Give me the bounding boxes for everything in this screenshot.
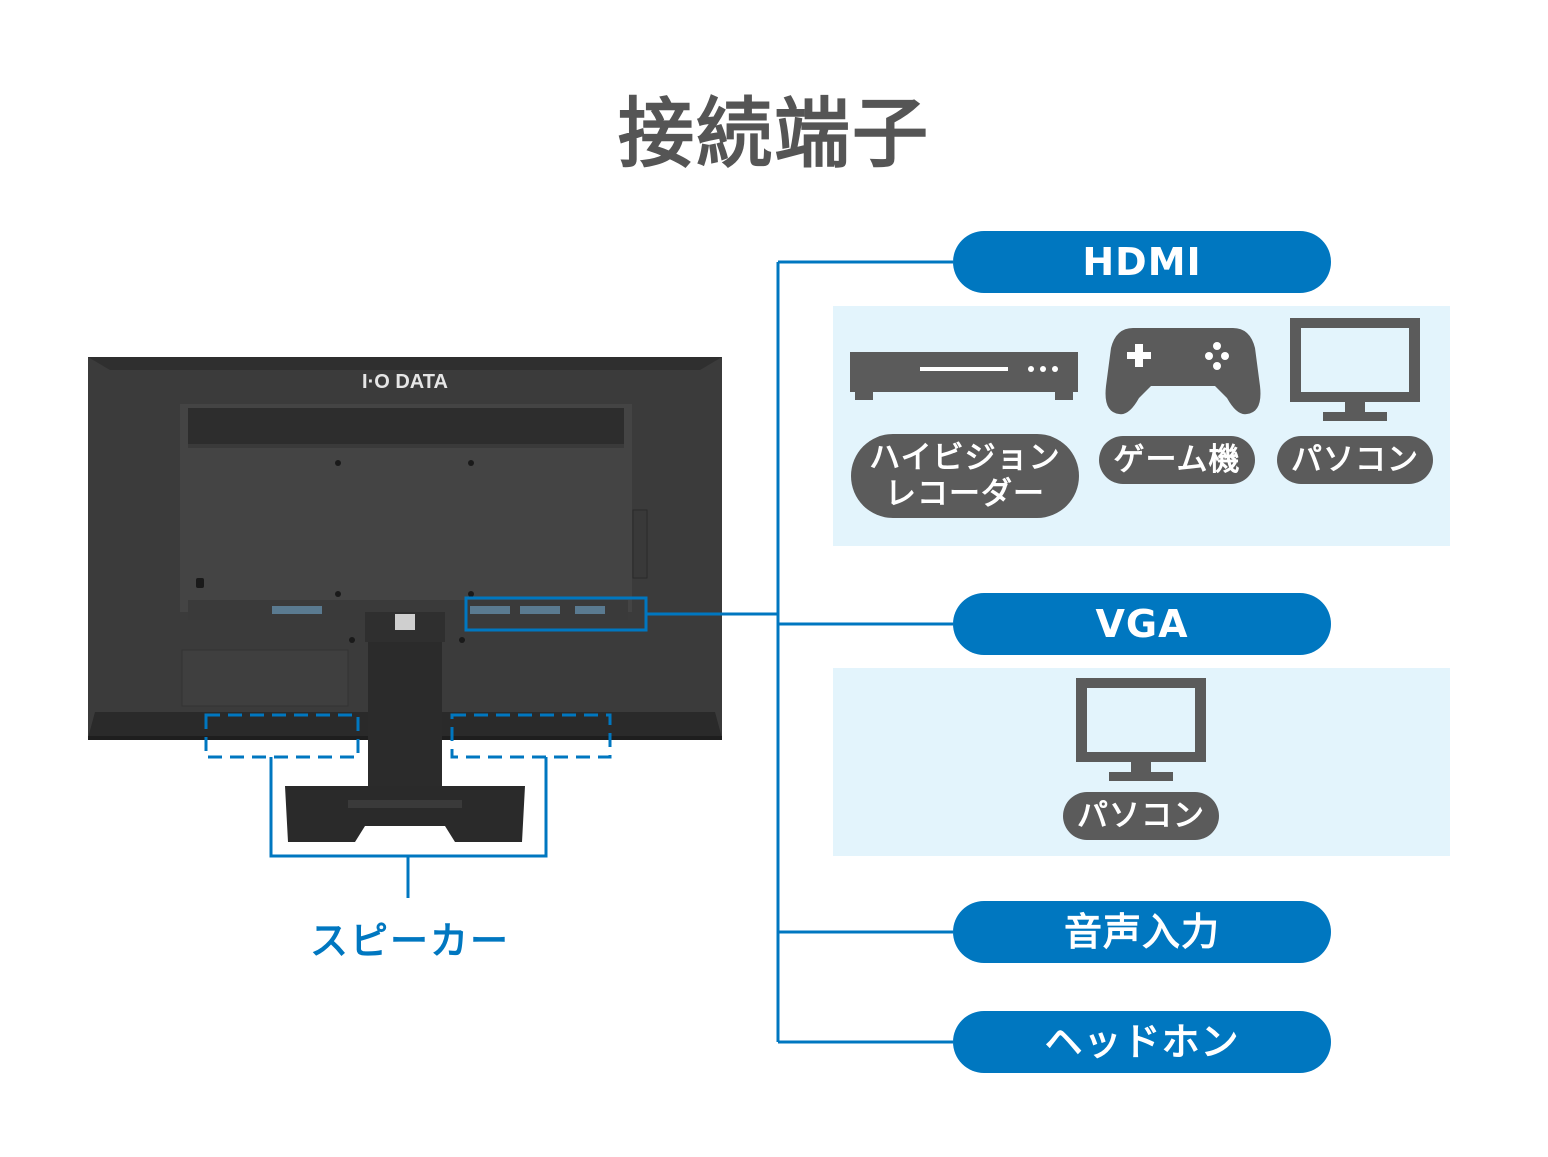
monitor-icon	[1290, 318, 1420, 421]
device-tag-recorder: ハイビジョン レコーダー	[851, 434, 1079, 518]
device-tag-game-console: ゲーム機	[1099, 436, 1255, 484]
gamepad-icon	[1105, 328, 1261, 415]
speaker-highlight	[204, 713, 612, 759]
connector-tree-lines	[646, 260, 953, 1044]
device-tag-pc: パソコン	[1277, 436, 1433, 484]
device-tag-pc: パソコン	[1063, 792, 1219, 840]
monitor-back-illustration	[88, 357, 722, 842]
connector-pill-headphone: ヘッドホン	[953, 1011, 1331, 1073]
monitor-icon	[1076, 678, 1206, 781]
recorder-icon	[850, 352, 1078, 400]
connector-pill-audio-in: 音声入力	[953, 901, 1331, 963]
brand-logo-text: I·O DATA	[362, 371, 448, 393]
vga-device-panel: パソコン	[833, 668, 1450, 856]
speaker-label: スピーカー	[309, 919, 510, 963]
speaker-connector-lines	[269, 757, 548, 898]
connector-pill-vga: VGA	[953, 593, 1331, 655]
page-title: 接続端子	[618, 89, 930, 178]
connector-pill-hdmi: HDMI	[953, 231, 1331, 293]
hdmi-device-panel: ハイビジョン レコーダー ゲーム機 パソコン	[833, 306, 1450, 546]
